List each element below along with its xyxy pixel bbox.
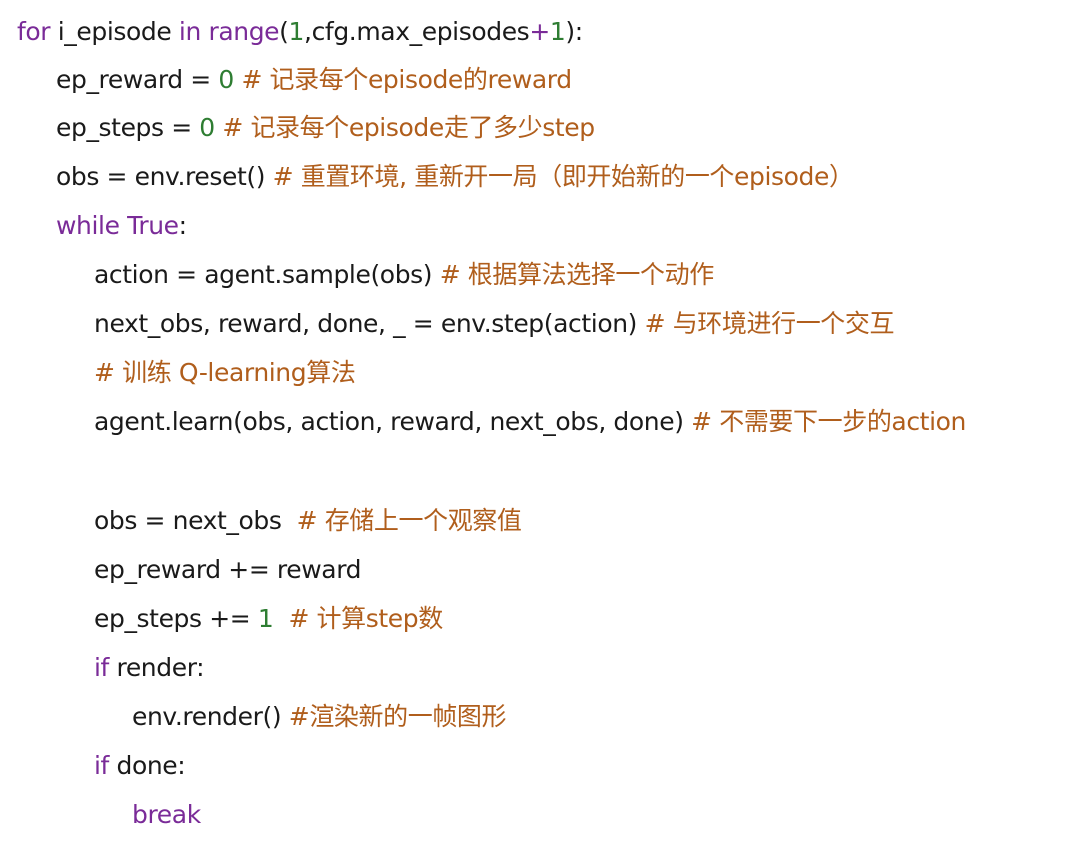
code-line: ep_steps += 1 # 计算step数	[0, 599, 443, 639]
code-line	[0, 451, 94, 491]
code-line: # 训练 Q-learning算法	[0, 353, 356, 393]
code-line: obs = next_obs # 存储上一个观察值	[0, 501, 522, 541]
code-comment: # 不需要下一步的action	[691, 407, 966, 436]
code-keyword: in	[178, 17, 201, 46]
code-comment: # 记录每个episode走了多少step	[214, 113, 595, 142]
code-keyword: if	[94, 653, 109, 682]
code-text: done:	[108, 751, 186, 780]
code-line: obs = env.reset() # 重置环境, 重新开一局（即开始新的一个e…	[0, 157, 854, 197]
code-comment: # 根据算法选择一个动作	[439, 260, 715, 289]
code-keyword: True	[127, 211, 179, 240]
code-line: env.render() #渲染新的一帧图形	[0, 697, 507, 737]
code-line: ep_reward = 0 # 记录每个episode的reward	[0, 60, 572, 100]
code-keyword: break	[132, 800, 201, 829]
code-text: obs = next_obs	[94, 506, 297, 535]
code-comment: # 训练 Q-learning算法	[94, 358, 356, 387]
code-text: obs = env.reset()	[56, 162, 273, 191]
code-number: 1	[549, 17, 566, 46]
code-keyword: while	[56, 211, 120, 240]
code-line: if done:	[0, 746, 186, 786]
code-text	[120, 211, 128, 240]
code-line: ep_steps = 0 # 记录每个episode走了多少step	[0, 108, 595, 148]
code-text: render:	[108, 653, 205, 682]
code-line: action = agent.sample(obs) # 根据算法选择一个动作	[0, 255, 714, 295]
code-text: agent.learn(obs, action, reward, next_ob…	[94, 407, 692, 436]
code-line: agent.learn(obs, action, reward, next_ob…	[0, 402, 966, 442]
code-text: next_obs, reward, done, _ = env.step(act…	[94, 309, 645, 338]
code-text: i_episode	[50, 17, 179, 46]
code-comment: # 重置环境, 重新开一局（即开始新的一个episode）	[272, 162, 854, 191]
code-line: ep_reward += reward	[0, 550, 362, 590]
code-comment: # 存储上一个观察值	[296, 506, 522, 535]
code-number: 1	[257, 604, 274, 633]
code-number: 1	[288, 17, 305, 46]
code-keyword: for	[17, 17, 51, 46]
code-line: while True:	[0, 206, 187, 246]
code-line: next_obs, reward, done, _ = env.step(act…	[0, 304, 894, 344]
code-text: ep_reward += reward	[94, 555, 362, 584]
code-text: :	[178, 211, 187, 240]
code-keyword: if	[94, 751, 109, 780]
code-line: for i_episode in range(1,cfg.max_episode…	[0, 12, 583, 52]
code-comment: # 与环境进行一个交互	[644, 309, 895, 338]
code-text: ep_reward =	[56, 65, 219, 94]
code-comment: #渲染新的一帧图形	[288, 702, 507, 731]
code-line: break	[0, 795, 201, 835]
code-comment: # 计算step数	[273, 604, 443, 633]
code-text: ):	[565, 17, 583, 46]
code-operator: +	[529, 17, 550, 46]
code-text: env.render()	[132, 702, 289, 731]
code-text: action = agent.sample(obs)	[94, 260, 440, 289]
code-number: 0	[199, 113, 215, 142]
code-text: ep_steps +=	[94, 604, 258, 633]
code-text: ,cfg.max_episodes	[304, 17, 530, 46]
code-keyword: range	[208, 17, 280, 46]
code-line: if render:	[0, 648, 205, 688]
code-text: ep_steps =	[56, 113, 200, 142]
code-comment: # 记录每个episode的reward	[233, 65, 572, 94]
code-number: 0	[218, 65, 234, 94]
code-text: (	[279, 17, 289, 46]
